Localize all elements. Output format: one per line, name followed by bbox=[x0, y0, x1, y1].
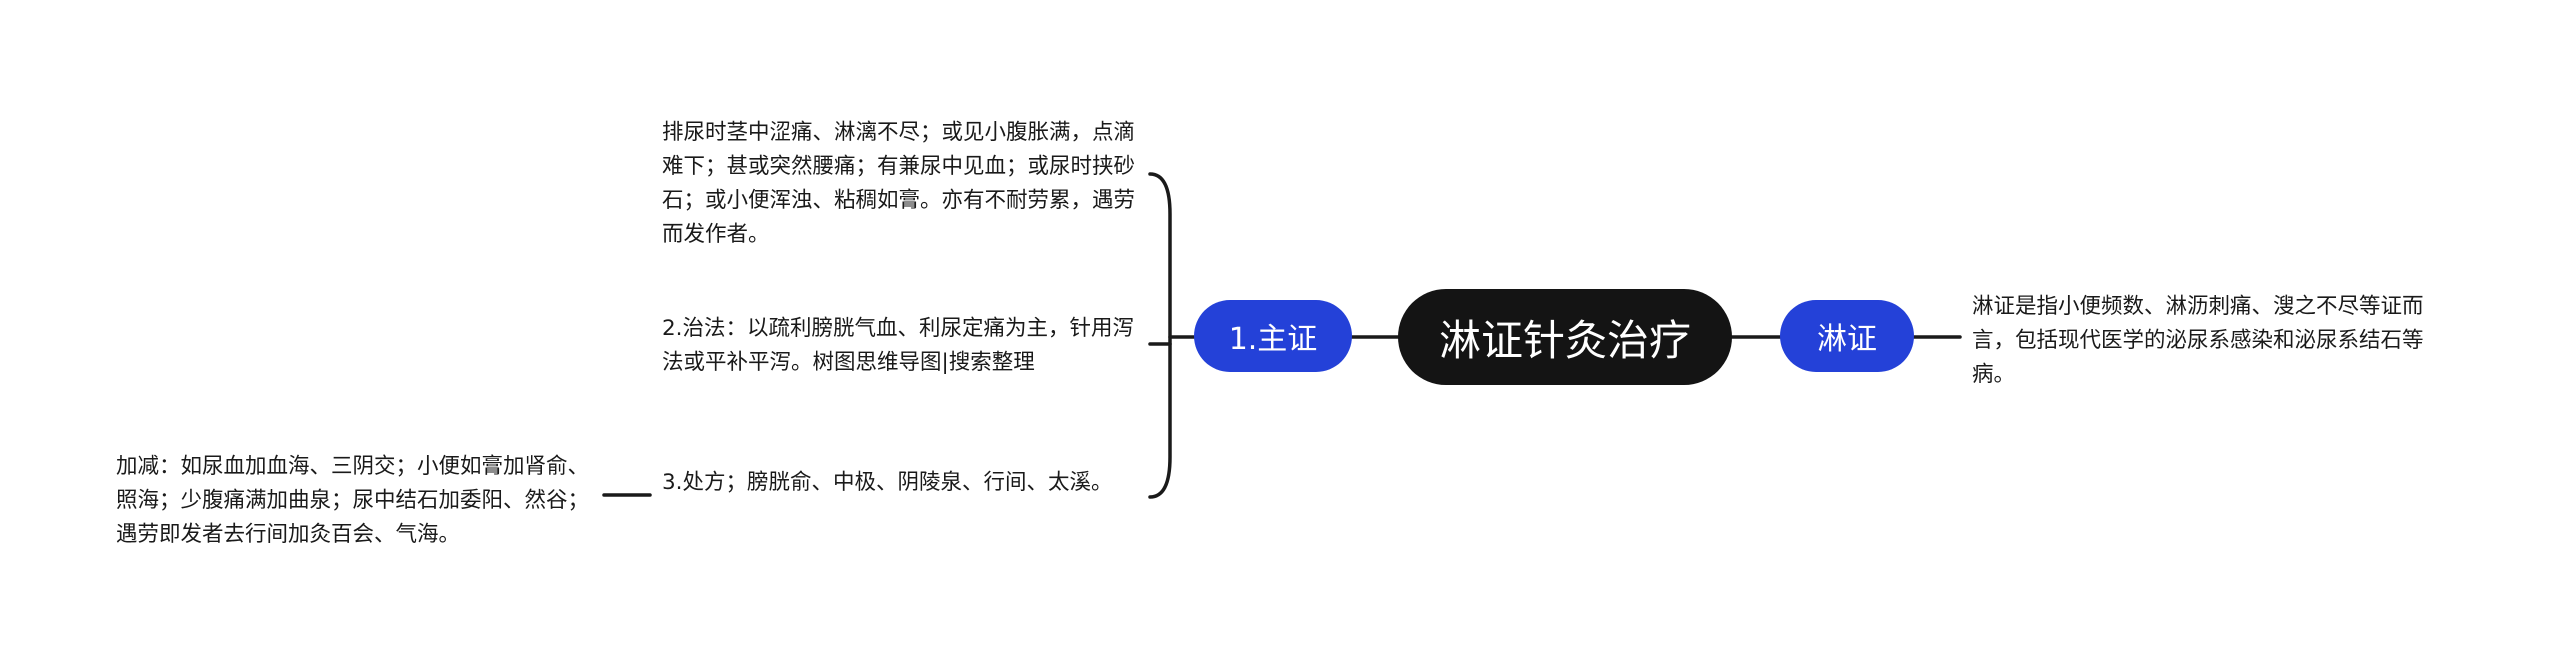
child-treatment-method[interactable]: 2.治法：以疏利膀胱气血、利尿定痛为主，针用泻法或平补平泻。树图思维导图|搜索整… bbox=[662, 312, 1142, 380]
linzheng-definition[interactable]: 淋证是指小便频数、淋沥刺痛、溲之不尽等证而言，包括现代医学的泌尿系感染和泌尿系结… bbox=[1972, 290, 2456, 392]
child-prescription[interactable]: 3.处方；膀胱俞、中极、阴陵泉、行间、太溪。 bbox=[662, 466, 1142, 500]
child-prescription-text: 3.处方；膀胱俞、中极、阴陵泉、行间、太溪。 bbox=[662, 470, 1113, 495]
branch-linzheng-label: 淋证 bbox=[1817, 322, 1877, 357]
grandchild-modifications-text: 加减：如尿血加血海、三阴交；小便如膏加肾俞、照海；少腹痛满加曲泉；尿中结石加委阳… bbox=[116, 454, 590, 547]
child-symptoms-description[interactable]: 排尿时茎中涩痛、淋漓不尽；或见小腹胀满，点滴难下；甚或突然腰痛；有兼尿中见血；或… bbox=[662, 116, 1142, 252]
branch-main-symptoms[interactable]: 1.主证 bbox=[1194, 300, 1352, 372]
central-topic[interactable]: 淋证针灸治疗 bbox=[1398, 289, 1732, 385]
grandchild-modifications[interactable]: 加减：如尿血加血海、三阴交；小便如膏加肾俞、照海；少腹痛满加曲泉；尿中结石加委阳… bbox=[116, 450, 600, 552]
branch-linzheng[interactable]: 淋证 bbox=[1780, 300, 1914, 372]
branch-main-symptoms-label: 1.主证 bbox=[1228, 322, 1318, 357]
central-topic-label: 淋证针灸治疗 bbox=[1438, 315, 1691, 365]
linzheng-definition-text: 淋证是指小便频数、淋沥刺痛、溲之不尽等证而言，包括现代医学的泌尿系感染和泌尿系结… bbox=[1972, 294, 2424, 387]
child-symptoms-text: 排尿时茎中涩痛、淋漓不尽；或见小腹胀满，点滴难下；甚或突然腰痛；有兼尿中见血；或… bbox=[662, 120, 1136, 247]
children-bracket bbox=[1148, 172, 1172, 499]
child-treatment-text: 2.治法：以疏利膀胱气血、利尿定痛为主，针用泻法或平补平泻。树图思维导图|搜索整… bbox=[662, 316, 1135, 375]
